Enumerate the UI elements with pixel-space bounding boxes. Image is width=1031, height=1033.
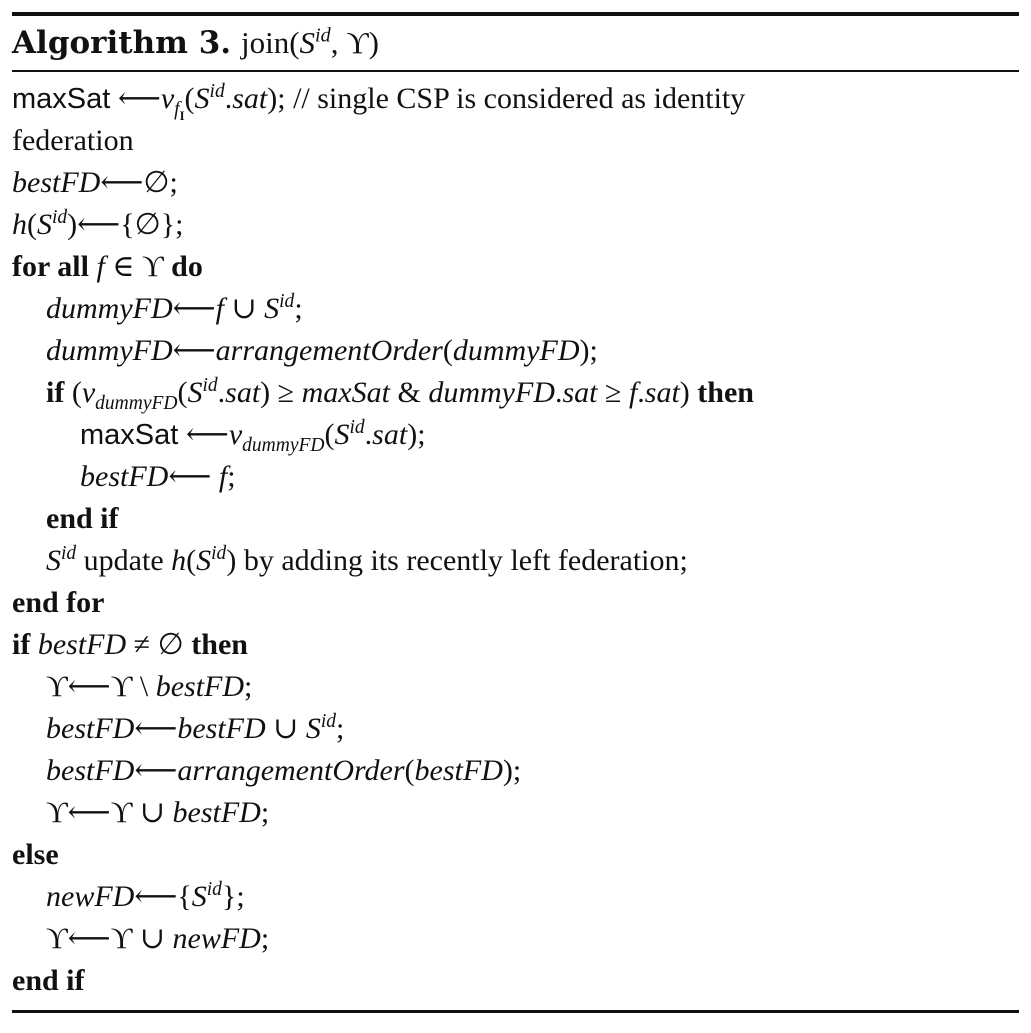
algo-line: else: [12, 838, 59, 871]
algo-line: dummyFD⟵arrangementOrder(dummyFD);: [46, 334, 598, 367]
caption-rule: [12, 70, 1019, 72]
algo-line: ϒ⟵ϒ ∪ newFD;: [46, 922, 270, 955]
algo-line: for all f ∈ ϒ do: [12, 250, 203, 283]
algo-line: end if: [12, 964, 85, 997]
bottom-rule: [12, 1010, 1019, 1013]
algo-line: Sid update h(Sid) by adding its recently…: [46, 543, 688, 577]
algo-line: bestFD⟵ f;: [80, 460, 236, 493]
algo-line: end if: [46, 502, 119, 535]
algo-line: if bestFD ≠ ∅ then: [12, 628, 248, 661]
algo-line: bestFD⟵bestFD ∪ Sid;: [46, 711, 345, 745]
algorithm-caption: Algorithm 3. join(Sid, ϒ): [12, 16, 1019, 70]
algo-line: dummyFD⟵f ∪ Sid;: [46, 291, 303, 325]
algo-line: ϒ⟵ϒ \ bestFD;: [46, 670, 253, 703]
algo-line: federation: [12, 124, 134, 157]
algo-line: maxSat ⟵vdummyFD(Sid.sat);: [80, 417, 426, 456]
algo-line: ϒ⟵ϒ ∪ bestFD;: [46, 796, 270, 829]
algo-line: end for: [12, 586, 105, 619]
algo-line: newFD⟵{Sid};: [46, 879, 245, 913]
algo-line: maxSat ⟵vfI(Sid.sat); // single CSP is c…: [12, 81, 746, 123]
algorithm-block: Algorithm 3. join(Sid, ϒ) maxSat ⟵vfI(Si…: [12, 12, 1019, 1013]
algorithm-label: Algorithm 3.: [12, 25, 232, 61]
algo-line: if (vdummyFD(Sid.sat) ≥ maxSat & dummyFD…: [46, 375, 754, 414]
algo-line: bestFD⟵∅;: [12, 166, 178, 199]
top-rule: [12, 12, 1019, 16]
algo-line: h(Sid)⟵{∅};: [12, 207, 184, 241]
algo-line: bestFD⟵arrangementOrder(bestFD);: [46, 754, 522, 787]
algorithm-title: join(Sid, ϒ): [240, 24, 379, 60]
algorithm-body: maxSat ⟵vfI(Sid.sat); // single CSP is c…: [12, 72, 1019, 1010]
